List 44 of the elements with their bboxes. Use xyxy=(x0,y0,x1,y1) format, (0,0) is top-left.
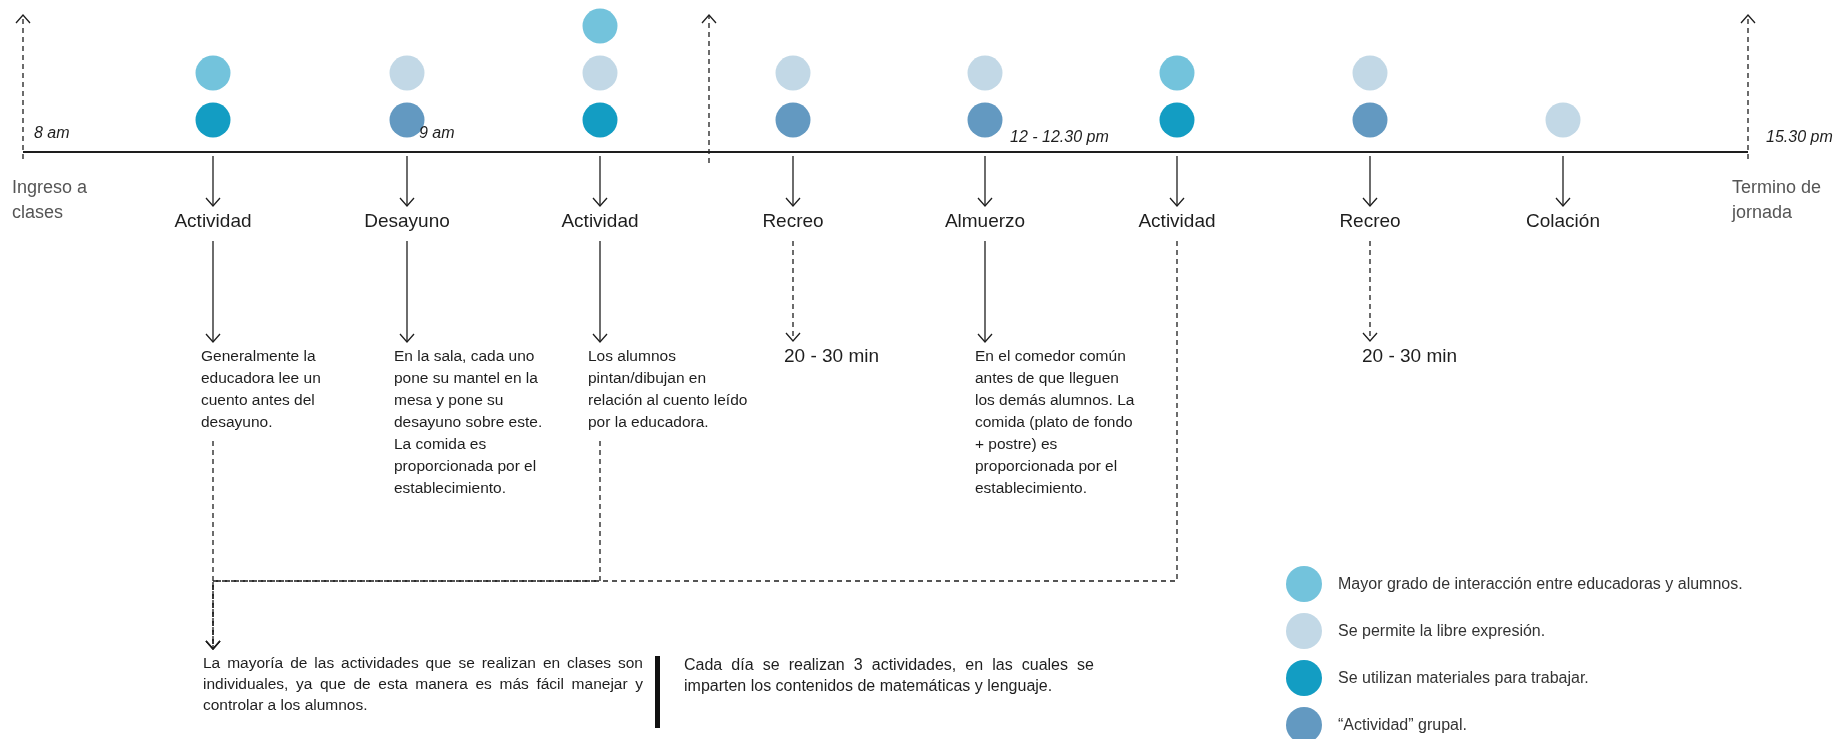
time-label: 15.30 pm xyxy=(1766,128,1833,146)
arrow xyxy=(205,155,221,207)
timeline-axis xyxy=(23,151,1748,153)
description-text: Los alumnos pintan/dibujan en relación al cuento leído por la educadora. xyxy=(588,345,756,433)
arrow xyxy=(785,240,801,342)
activity-label: Actividad xyxy=(1138,209,1216,233)
activity-label: Recreo xyxy=(1339,209,1401,233)
arrow xyxy=(1362,155,1378,207)
description-text: Generalmente la educadora lee un cuento antes del desayuno. xyxy=(201,345,369,433)
arrow xyxy=(1740,14,1756,160)
arrow xyxy=(785,155,801,207)
activity-label: Colación xyxy=(1526,209,1600,233)
duration-text: 20 - 30 min xyxy=(784,344,880,368)
arrow xyxy=(1362,240,1378,342)
arrow xyxy=(701,14,717,164)
arrow xyxy=(1555,155,1571,207)
note-text: La mayoría de las actividades que se realizan en clases son individuales, ya que de esta manera es más fácil manejar y controlar a los alumnos. xyxy=(203,652,643,715)
duration-text: 20 - 30 min xyxy=(1362,344,1458,368)
note-text: Cada día se realizan 3 actividades, en las cuales se imparten los contenidos de matemáticas y lenguaje. xyxy=(684,655,1094,696)
legend-text: Se permite la libre expresión. xyxy=(1338,622,1546,640)
arrow xyxy=(15,14,31,160)
activity-label: Recreo xyxy=(762,209,824,233)
arrow xyxy=(592,155,608,207)
arrow xyxy=(977,155,993,207)
arrow xyxy=(399,240,415,343)
description-text: En el comedor común antes de que lleguen los demás alumnos. La comida (plato de fondo + postre) es proporcionada por el establecimiento. xyxy=(975,345,1143,499)
activity-label: Actividad xyxy=(174,209,252,233)
description-text: En la sala, cada uno pone su mantel en la mesa y pone su desayuno sobre este. La comida es proporcionada por el establecimiento. xyxy=(394,345,562,499)
arrow xyxy=(977,240,993,343)
time-label: 8 am xyxy=(34,124,70,142)
endpoint-label: Ingreso a clases xyxy=(12,175,112,225)
activity-label: Actividad xyxy=(561,209,639,233)
activity-label: Almuerzo xyxy=(944,209,1026,233)
endpoint-label: Termino de jornada xyxy=(1732,175,1832,225)
legend-text: Mayor grado de interacción entre educadoras y alumnos. xyxy=(1338,575,1743,593)
arrow xyxy=(592,240,608,343)
activity-label: Desayuno xyxy=(364,209,450,233)
legend-text: “Actividad” grupal. xyxy=(1338,716,1467,734)
arrow xyxy=(399,155,415,207)
legend-text: Se utilizan materiales para trabajar. xyxy=(1338,669,1589,687)
arrow xyxy=(205,240,221,343)
arrow xyxy=(205,240,1178,650)
time-label: 9 am xyxy=(419,124,455,142)
arrow xyxy=(1169,155,1185,207)
